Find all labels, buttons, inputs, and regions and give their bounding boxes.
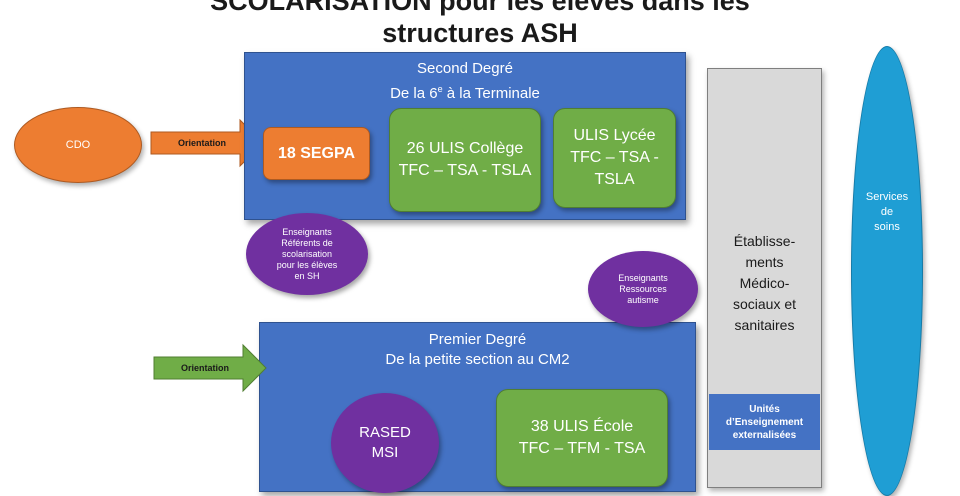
enseignants-referents-line3: scolarisation bbox=[281, 248, 333, 259]
etablissements-line2: ments bbox=[745, 254, 784, 270]
ulis-college-box: 26 ULIS Collège TFC – TSA - TSLA bbox=[389, 108, 541, 212]
enseignants-referents-line5: en SH bbox=[294, 270, 320, 281]
enseignants-referents-line2: Référents de bbox=[281, 237, 333, 248]
ulis-ecole-box: 38 ULIS École TFC – TFM - TSA bbox=[496, 389, 668, 487]
diagram-title-line2: structures ASH bbox=[382, 18, 578, 48]
ulis-college-line1: 26 ULIS Collège bbox=[406, 140, 524, 157]
enseignants-ressources-line3: autisme bbox=[627, 294, 659, 305]
services-line3: soins bbox=[874, 220, 900, 233]
premier-degre-title: Premier Degré bbox=[428, 331, 527, 348]
segpa-label: 18 SEGPA bbox=[277, 144, 356, 162]
ulis-lycee-box: ULIS Lycée TFC – TSA - TSLA bbox=[553, 108, 676, 208]
ulis-college-line2: TFC – TSA - TSLA bbox=[398, 162, 532, 179]
etablissements-text: Établisse- ments Médico- sociaux et sani… bbox=[708, 231, 821, 336]
ulis-lycee-line2: TFC – TSA - bbox=[570, 149, 659, 166]
cdo-ellipse: CDO bbox=[14, 107, 142, 183]
cdo-label: CDO bbox=[65, 139, 91, 151]
enseignants-ressources-line2: Ressources bbox=[619, 283, 667, 294]
unites-line1: Unités bbox=[749, 403, 780, 415]
ulis-lycee-line3: TSLA bbox=[594, 171, 635, 188]
enseignants-referents-circle: Enseignants Référents de scolarisation p… bbox=[246, 213, 368, 295]
etablissements-line1: Établisse- bbox=[733, 233, 796, 249]
orientation-arrow-bottom bbox=[153, 343, 267, 393]
orientation-label-bottom: Orientation bbox=[180, 363, 229, 373]
ulis-lycee-line1: ULIS Lycée bbox=[573, 127, 656, 144]
enseignants-referents-line1: Enseignants bbox=[282, 226, 332, 237]
diagram-title-line1: SCOLARISATION pour les élèves dans les bbox=[210, 0, 750, 16]
etablissements-line5: sanitaires bbox=[734, 317, 795, 333]
rased-line2: MSI bbox=[371, 444, 399, 461]
second-degre-subtitle: De la 6e à la Terminale bbox=[390, 84, 540, 102]
ulis-ecole-line2: TFC – TFM - TSA bbox=[518, 440, 646, 457]
enseignants-ressources-line1: Enseignants bbox=[618, 272, 668, 283]
enseignants-ressources-circle: Enseignants Ressources autisme bbox=[588, 251, 698, 327]
services-line2: de bbox=[880, 205, 894, 218]
unites-line2: d’Enseignement bbox=[725, 416, 804, 428]
services-soins-ellipse: Services de soins bbox=[851, 46, 923, 496]
unites-enseignement-box: Unités d’Enseignement externalisées bbox=[709, 394, 820, 450]
premier-degre-subtitle: De la petite section au CM2 bbox=[385, 351, 570, 368]
unites-line3: externalisées bbox=[732, 429, 797, 441]
enseignants-referents-line4: pour les élèves bbox=[276, 259, 338, 270]
segpa-box: 18 SEGPA bbox=[263, 127, 370, 180]
services-line1: Services bbox=[865, 190, 909, 203]
rased-circle: RASED MSI bbox=[331, 393, 439, 493]
rased-line1: RASED bbox=[359, 424, 411, 441]
etablissements-line3: Médico- bbox=[739, 275, 790, 291]
etablissements-line4: sociaux et bbox=[732, 296, 797, 312]
orientation-label-top: Orientation bbox=[177, 138, 226, 148]
ulis-ecole-line1: 38 ULIS École bbox=[530, 418, 634, 435]
second-degre-title: Second Degré bbox=[417, 60, 513, 77]
